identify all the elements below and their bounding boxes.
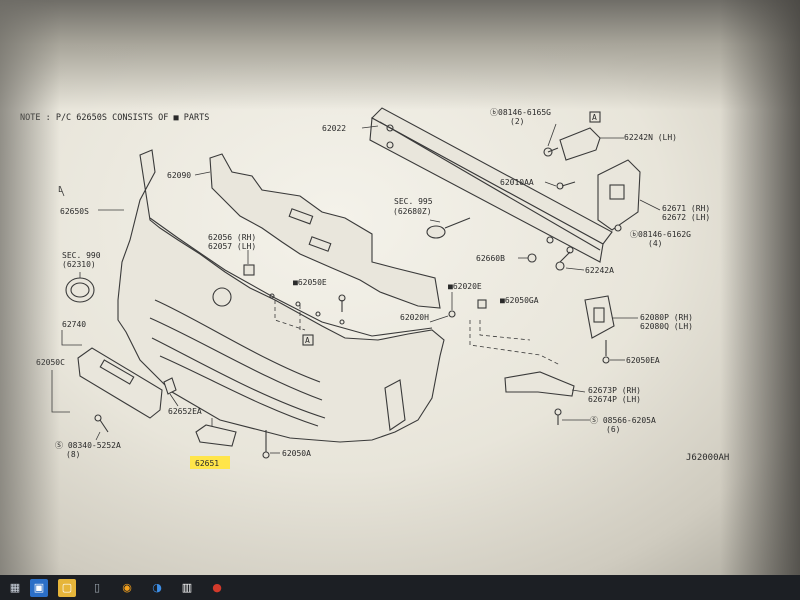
label-08146-6165g-qty: (2) — [510, 117, 524, 126]
side-bracket-62673 — [504, 371, 590, 425]
label-62050a: 62050A — [282, 449, 311, 458]
label-62057: 62057 (LH) — [208, 242, 256, 251]
label-62740: 62740 — [62, 320, 86, 329]
label-62010aa: 62010AA — [500, 178, 534, 187]
label-62080q: 62080Q (LH) — [640, 322, 693, 331]
bracket-62080 — [584, 295, 638, 339]
store2-icon[interactable]: ▥ — [181, 581, 193, 594]
chrome-icon[interactable]: ◉ — [122, 581, 132, 594]
label-62674p: 62674P (LH) — [588, 395, 641, 404]
sensor-sec995 — [426, 217, 471, 239]
label-08146-6162g: ⓑ08146-6162G — [630, 230, 691, 239]
label-l-mark: L — [58, 185, 63, 194]
task-view-icon[interactable]: ▯ — [93, 581, 101, 594]
label-62022: 62022 — [322, 124, 346, 133]
ref-box-a-right — [589, 111, 601, 123]
taskbar: ▦ ▣ ▢ ▯ ◉ ◑ ▥ ● — [0, 575, 800, 600]
label-62050ga: ■62050GA — [500, 296, 539, 305]
label-62650s: 62650S — [60, 207, 89, 216]
label-62056: 62056 (RH) — [208, 233, 256, 242]
note-text: NOTE : P/C 62650S CONSISTS OF ■ PARTS — [20, 113, 209, 123]
label-62050e: ■62050E — [293, 278, 327, 287]
clip-62050e — [274, 294, 346, 331]
label-08340: Ⓢ 08340-5252A — [55, 441, 121, 450]
label-sec995: SEC. 995 — [394, 197, 433, 206]
emblem — [65, 272, 95, 303]
label-62242n: 62242N (LH) — [624, 133, 677, 142]
ref-box-a-left — [302, 334, 314, 346]
label-sec990: SEC. 990 — [62, 251, 101, 260]
label-08566-qty: (6) — [606, 425, 620, 434]
energy-absorber — [194, 153, 441, 309]
reinforcement-beam — [361, 107, 613, 263]
clips-62020 — [429, 292, 561, 366]
stay-62671 — [597, 159, 661, 232]
label-sec990-ref: (62310) — [62, 260, 96, 269]
diagram-code: J62000AH — [686, 453, 729, 463]
label-08146-6162g-qty: (4) — [648, 239, 662, 248]
label-62660b: 62660B — [476, 254, 505, 263]
label-08566: Ⓢ 08566-6205A — [590, 416, 656, 425]
highlight-62651 — [190, 456, 230, 469]
label-62050ea: 62050EA — [626, 356, 660, 365]
label-62672: 62672 (LH) — [662, 213, 710, 222]
label-62050c: 62050C — [36, 358, 65, 367]
tow-hook-cover — [195, 418, 237, 447]
bolt-62242a — [555, 251, 585, 271]
bumper-fascia — [59, 149, 445, 443]
label-ref-a-right: A — [592, 113, 597, 122]
edge-icon[interactable]: ◑ — [152, 581, 162, 594]
label-ref-a-left: A — [305, 336, 310, 345]
windows-icon[interactable]: ▦ — [9, 581, 21, 594]
clip-62652ea — [163, 377, 179, 407]
nut-62660b — [518, 253, 537, 263]
store-icon[interactable]: ▣ — [30, 579, 48, 597]
bracket-62056 — [243, 250, 255, 276]
label-62020e: ■62020E — [448, 282, 482, 291]
screw-08340 — [94, 414, 109, 441]
folder-icon[interactable]: ▢ — [58, 579, 76, 597]
bracket-62242n — [543, 123, 624, 161]
screw-62050ea — [602, 340, 625, 364]
label-62080p: 62080P (RH) — [640, 313, 693, 322]
label-08340-qty: (8) — [66, 450, 80, 459]
label-sec995-ref: (62680Z) — [393, 207, 432, 216]
label-62651: 62651 — [195, 459, 219, 468]
label-62673p: 62673P (RH) — [588, 386, 641, 395]
label-08146-6165g: ⓑ08146-6165G — [490, 108, 551, 117]
label-62652ea: 62652EA — [168, 407, 202, 416]
nissan-icon[interactable]: ● — [212, 581, 222, 594]
label-62020h: 62020H — [400, 313, 429, 322]
parts-diagram: NOTE : P/C 62650S CONSISTS OF ■ PARTS 62… — [20, 107, 729, 469]
bolt-62010aa — [544, 181, 576, 190]
label-62090: 62090 — [167, 171, 191, 180]
label-62242a: 62242A — [585, 266, 614, 275]
label-62671: 62671 (RH) — [662, 204, 710, 213]
screw-62050a — [262, 430, 280, 459]
